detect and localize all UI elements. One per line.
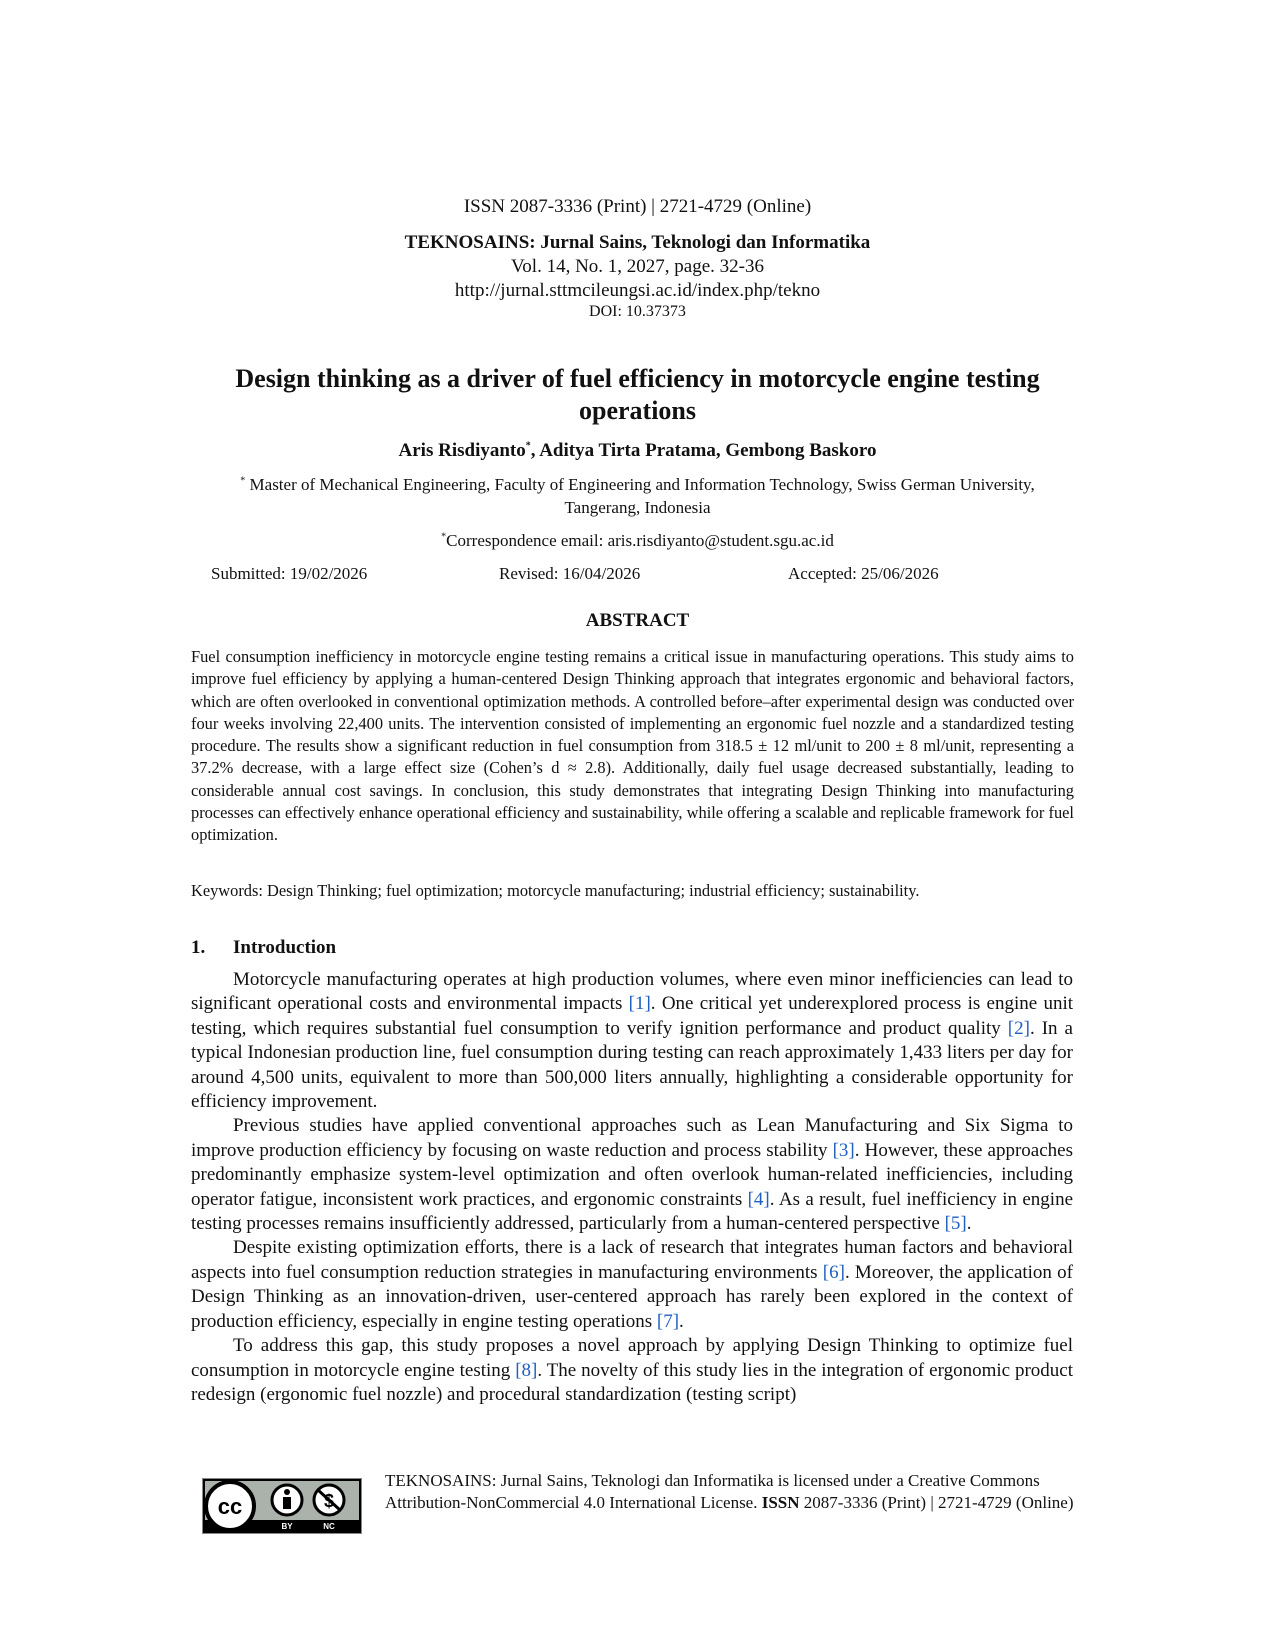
paragraph: Motorcycle manufacturing operates at hig… xyxy=(191,968,1073,1114)
correspondence-email: Correspondence email: aris.risdiyanto@st… xyxy=(446,531,834,550)
paragraph-text: . As a result, fuel inefficiency in engi… xyxy=(191,1188,1073,1235)
license-issn: 2087-3336 (Print) | 2721-4729 (Online) xyxy=(799,1492,1074,1512)
license-notice: TEKNOSAINS: Jurnal Sains, Teknologi dan … xyxy=(385,1470,1075,1513)
paper-title: Design thinking as a driver of fuel effi… xyxy=(235,364,1040,425)
correspondence: *Correspondence email: aris.risdiyanto@s… xyxy=(0,531,1275,551)
abstract-heading: ABSTRACT xyxy=(585,610,690,631)
affiliation-text: Master of Mechanical Engineering, Facult… xyxy=(249,475,1035,517)
citation-link[interactable]: [8] xyxy=(515,1359,538,1381)
paragraph-text: . xyxy=(966,1213,972,1235)
citation-link[interactable]: [1] xyxy=(628,993,651,1015)
paragraph-text: . Moreover, the application of Design Th… xyxy=(191,1261,1074,1332)
citation-link[interactable]: [6] xyxy=(822,1261,845,1283)
volume-info: Vol. 14, No. 1, 2027, page. 32-36 xyxy=(511,256,764,277)
author-names-rest: , Aditya Tirta Pratama, Gembong Baskoro xyxy=(530,440,877,461)
affiliation-mark: * xyxy=(240,475,246,487)
paragraph-text: . xyxy=(679,1310,684,1332)
author-mark: * xyxy=(525,440,531,452)
paragraph-text: Motorcycle manufacturing operates at hig… xyxy=(191,969,1073,1015)
doi-line: DOI: 10.37373 xyxy=(589,303,686,320)
journal-url[interactable]: http://jurnal.sttmcileungsi.ac.id/index.… xyxy=(454,280,821,301)
paragraph: To address this gap, this study proposes… xyxy=(191,1334,1073,1407)
paragraph: Despite existing optimization efforts, t… xyxy=(191,1236,1073,1334)
author-name: Aris Risdiyanto xyxy=(398,440,526,461)
citation-link[interactable]: [2] xyxy=(1007,1017,1030,1039)
paragraph-text: . In a typical Indonesian production lin… xyxy=(191,1017,1073,1113)
accepted-date: Accepted: 25/06/2026 xyxy=(788,564,939,583)
paragraph: Previous studies have applied convention… xyxy=(191,1114,1073,1236)
citation-link[interactable]: [7] xyxy=(656,1310,680,1332)
section-heading: 1. Introduction xyxy=(191,937,336,959)
submitted-date: Submitted: 19/02/2026 xyxy=(211,564,368,583)
citation-link[interactable]: [4] xyxy=(747,1188,770,1210)
issn-line: ISSN 2087-3336 (Print) | 2721-4729 (Onli… xyxy=(463,196,812,217)
affiliation: * Master of Mechanical Engineering, Facu… xyxy=(210,473,1065,519)
introduction-body: Motorcycle manufacturing operates at hig… xyxy=(191,968,1073,1407)
citation-link[interactable]: [3] xyxy=(832,1139,855,1161)
nc-label: NC xyxy=(323,1522,335,1531)
journal-name: TEKNOSAINS: Jurnal Sains, Teknologi dan … xyxy=(404,232,871,253)
author-list: Aris Risdiyanto*, Aditya Tirta Pratama, … xyxy=(0,440,1275,462)
license-text: TEKNOSAINS: Jurnal Sains, Teknologi dan … xyxy=(385,1471,1040,1512)
email-mark: * xyxy=(441,531,447,543)
by-label: BY xyxy=(281,1522,293,1531)
paragraph-text: Previous studies have applied convention… xyxy=(191,1115,1073,1161)
cc-icon xyxy=(204,1480,256,1532)
paragraph-text: . The novelty of this study lies in the … xyxy=(191,1359,1073,1405)
paragraph-text: . One critical yet underexplored process… xyxy=(191,993,1074,1039)
paragraph-text: . However, these approaches predominantl… xyxy=(191,1139,1073,1210)
license-issn-label: ISSN xyxy=(761,1492,800,1512)
section-title: Introduction xyxy=(233,937,337,958)
paragraph-text: Despite existing optimization efforts, t… xyxy=(191,1237,1073,1283)
section-number: 1. xyxy=(191,937,206,958)
revised-date: Revised: 16/04/2026 xyxy=(499,564,641,583)
cc-label: cc xyxy=(218,1494,242,1519)
cc-by-nc-license-icon[interactable]: cc $ BY NC xyxy=(202,1478,362,1534)
paragraph-text: To address this gap, this study proposes… xyxy=(191,1335,1073,1381)
citation-link[interactable]: [5] xyxy=(944,1213,967,1235)
abstract-text: Fuel consumption inefficiency in motorcy… xyxy=(191,647,1074,845)
keywords: Keywords: Design Thinking; fuel optimiza… xyxy=(191,881,920,900)
